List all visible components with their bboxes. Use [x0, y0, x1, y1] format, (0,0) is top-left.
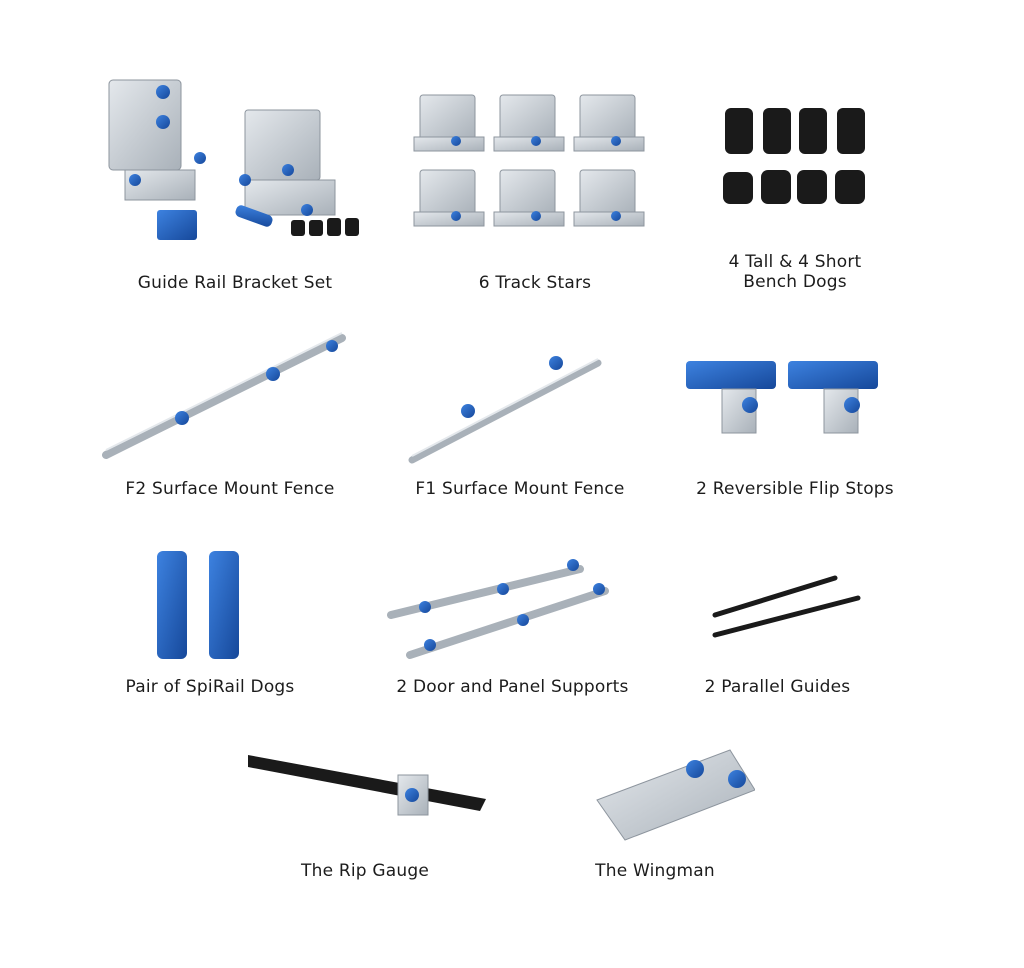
product-parallel-guides: 2 Parallel Guides — [670, 560, 885, 710]
product-label: 2 Door and Panel Supports — [396, 677, 629, 697]
product-door-panel-supports: 2 Door and Panel Supports — [375, 545, 650, 710]
product-flip-stops: 2 Reversible Flip Stops — [670, 345, 920, 510]
product-wingman: The Wingman — [555, 745, 755, 885]
product-label: 6 Track Stars — [478, 273, 592, 293]
product-spirail-dogs: Pair of SpiRail Dogs — [95, 545, 325, 710]
wingman-image — [596, 749, 755, 841]
product-f2-fence: F2 Surface Mount Fence — [90, 330, 370, 510]
rip-gauge-image — [248, 755, 486, 816]
product-label: F2 Surface Mount Fence — [125, 479, 335, 499]
product-guide-rail-bracket-set: Guide Rail Bracket Set — [95, 70, 375, 300]
product-label: F1 Surface Mount Fence — [415, 479, 625, 499]
product-rip-gauge: The Rip Gauge — [240, 745, 490, 885]
flip-stops-image — [686, 361, 878, 434]
f1-fence-image — [408, 356, 602, 464]
f2-fence-image — [102, 332, 346, 459]
product-label: The Wingman — [595, 861, 715, 881]
product-label: 2 Reversible Flip Stops — [696, 479, 894, 499]
spirail-dogs-image — [157, 551, 239, 659]
product-label: Guide Rail Bracket Set — [137, 273, 333, 293]
parallel-guides-image — [712, 575, 861, 638]
product-label: Pair of SpiRail Dogs — [125, 677, 295, 697]
product-label: 2 Parallel Guides — [704, 677, 851, 697]
track-stars-image — [413, 94, 645, 227]
guide-rail-bracket-set-image — [108, 79, 359, 240]
door-panel-supports-image — [387, 559, 609, 659]
product-label-line1: 4 Tall & 4 Short — [728, 252, 862, 272]
product-label: 4 Tall & 4 Short Bench Dogs — [695, 252, 895, 292]
product-label-line2: Bench Dogs — [743, 272, 847, 292]
bench-dogs-image — [723, 108, 865, 204]
product-label: The Rip Gauge — [301, 861, 429, 881]
product-bench-dogs: 4 Tall & 4 Short Bench Dogs — [695, 100, 895, 300]
product-track-stars: 6 Track Stars — [410, 85, 660, 300]
product-f1-fence: F1 Surface Mount Fence — [380, 345, 660, 510]
